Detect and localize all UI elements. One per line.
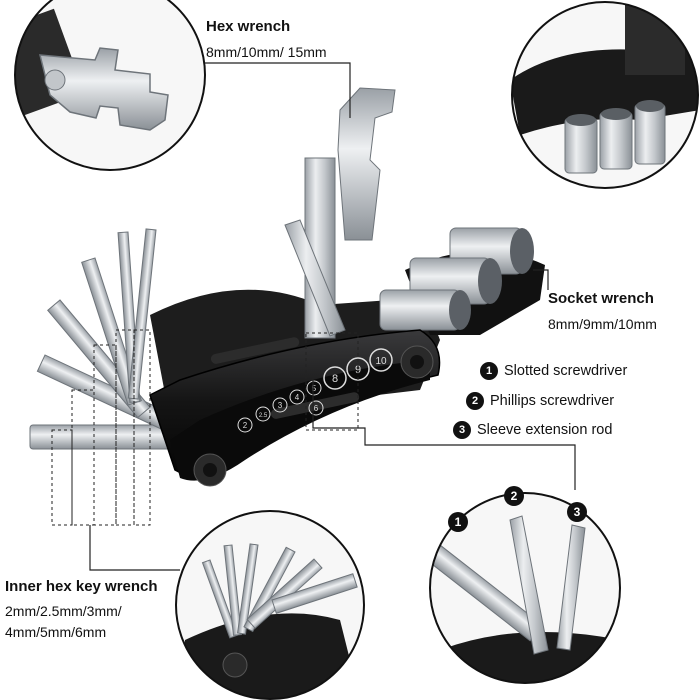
- marking-size: 4: [295, 393, 300, 402]
- inner-hex-leader: [89, 525, 180, 571]
- socket-wrench-leader: [533, 269, 549, 290]
- screwdriver-zoom-circle: [429, 492, 621, 684]
- inner-hex-sizes-line2: 4mm/5mm/6mm: [5, 624, 107, 640]
- inner-hex-title: Inner hex key wrench: [5, 578, 158, 595]
- phillips-screwdriver-label: Phillips screwdriver: [490, 393, 615, 409]
- hex-wrench-zoom-circle: [14, 0, 206, 171]
- hex-key-dashed-guides: [51, 329, 359, 526]
- screwdriver-item-1: 1 Slotted screwdriver: [480, 362, 627, 380]
- marking-size: 5: [312, 384, 317, 393]
- screwdriver-item-3: 3 Sleeve extension rod: [453, 421, 612, 439]
- screwdriver-item-2: 2 Phillips screwdriver: [466, 392, 614, 410]
- hex-wrench-leader: [205, 62, 351, 118]
- slotted-screwdriver-label: Slotted screwdriver: [504, 363, 628, 379]
- sleeve-extension-rod-label: Sleeve extension rod: [477, 422, 613, 438]
- marking-size: 3: [278, 401, 283, 410]
- marking-size: 6: [314, 404, 319, 413]
- badge-3-icon: 3: [567, 502, 587, 522]
- hex-key-zoom-circle: [175, 510, 365, 700]
- hex-wrench-sizes: 8mm/10mm/ 15mm: [206, 44, 327, 60]
- number-3-icon: 3: [453, 421, 471, 439]
- marking-size: 2: [243, 421, 248, 430]
- marking-socket: 10: [375, 356, 387, 367]
- socket-wrench-title: Socket wrench: [548, 290, 654, 307]
- badge-1-icon: 1: [448, 512, 468, 532]
- marking-socket: 8: [332, 373, 338, 385]
- marking-size: 2.5: [259, 413, 268, 419]
- hex-wrench-title: Hex wrench: [206, 18, 291, 35]
- socket-wrench-sizes: 8mm/9mm/10mm: [548, 316, 657, 332]
- number-1-icon: 1: [480, 362, 498, 380]
- inner-hex-sizes-line1: 2mm/2.5mm/3mm/: [5, 603, 122, 619]
- screwdriver-leader: [312, 378, 576, 490]
- sockets: [379, 227, 545, 335]
- socket-zoom-circle: [511, 1, 699, 189]
- marking-socket: 9: [355, 364, 361, 376]
- multi-tool-main: [29, 87, 545, 487]
- badge-2-icon: 2: [504, 486, 524, 506]
- callout-lines: [89, 62, 576, 571]
- number-2-icon: 2: [466, 392, 484, 410]
